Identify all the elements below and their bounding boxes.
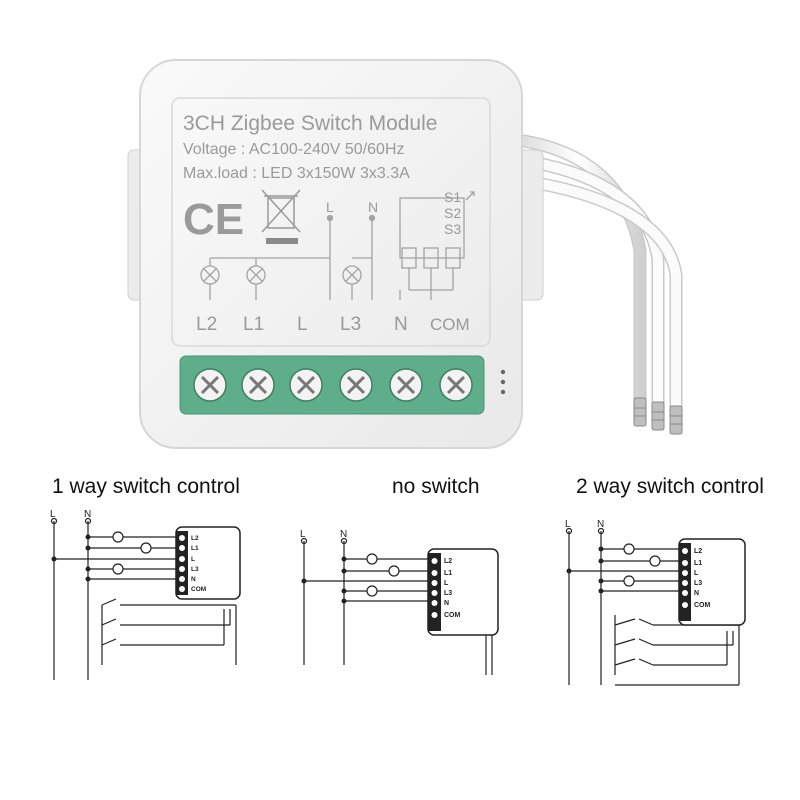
switch-label-s3: S3 xyxy=(444,221,461,237)
terminal-labels: L2 L1 L L3 N COM xyxy=(196,314,470,335)
line-label-l-3: L xyxy=(565,519,571,530)
mini-terminal-l-2: L xyxy=(444,580,449,587)
mini-terminal-l1-3: L1 xyxy=(694,560,702,567)
mini-terminal-n-1: N xyxy=(191,576,196,583)
module-body xyxy=(139,59,523,449)
schematic-label-l: L xyxy=(326,199,334,215)
terminal-label-l3: L3 xyxy=(340,314,361,335)
module-label-panel xyxy=(171,97,491,347)
caption-two-way: 2 way switch control xyxy=(576,475,764,498)
caption-no-switch: no switch xyxy=(392,475,480,498)
line-label-n-3: N xyxy=(597,519,604,530)
wire-bundle xyxy=(511,133,683,417)
mini-terminal-n-2: N xyxy=(444,600,449,607)
weee-bin-icon xyxy=(261,189,301,244)
wiring-diagram-no-switch: L N L2 L1 L L3 N COM xyxy=(300,529,499,675)
terminal-label-n: N xyxy=(394,314,408,335)
mini-terminal-com-2: COM xyxy=(444,612,461,619)
led-indicators xyxy=(500,369,506,395)
mini-terminal-l3-3: L3 xyxy=(694,580,702,587)
line-label-n-1: N xyxy=(84,509,91,520)
mini-terminal-com-3: COM xyxy=(694,602,711,609)
mini-terminal-l2-1: L2 xyxy=(191,535,199,542)
line-label-l-1: L xyxy=(50,509,56,520)
mini-terminal-com-1: COM xyxy=(191,586,206,593)
line-label-l-2: L xyxy=(300,529,306,540)
mini-terminal-l-3: L xyxy=(694,570,699,577)
mini-terminal-l2-3: L2 xyxy=(694,548,702,555)
line-label-n-2: N xyxy=(340,529,347,540)
mini-terminal-l-1: L xyxy=(191,556,195,563)
module-illustration: 3CH Zigbee Switch Module Voltage : AC100… xyxy=(127,59,683,449)
switch-label-s2: S2 xyxy=(444,205,461,221)
terminal-screws xyxy=(193,368,473,402)
module-maxload: Max.load : LED 3x150W 3x3.3A xyxy=(183,165,410,182)
caption-one-way: 1 way switch control xyxy=(52,475,240,498)
schematic-label-n: N xyxy=(368,199,378,215)
wiring-diagram-one-way: L N L2 L1 L L3 N COM xyxy=(50,509,241,680)
mini-terminal-l1-1: L1 xyxy=(191,545,199,552)
terminal-label-l: L xyxy=(297,314,308,335)
terminal-label-l1: L1 xyxy=(243,314,264,335)
wire-tips xyxy=(633,397,683,435)
module-voltage: Voltage : AC100-240V 50/60Hz xyxy=(183,141,405,158)
mini-terminal-l3-2: L3 xyxy=(444,590,452,597)
mini-terminal-l2-2: L2 xyxy=(444,558,452,565)
terminal-label-com: COM xyxy=(430,315,470,334)
module-schematic xyxy=(200,191,475,300)
ce-mark: CE xyxy=(183,195,244,244)
mini-terminal-l1-2: L1 xyxy=(444,570,452,577)
module-title: 3CH Zigbee Switch Module xyxy=(183,112,437,135)
wiring-diagram-two-way: L N L2 L1 L L3 N COM xyxy=(565,519,746,686)
mini-terminal-l3-1: L3 xyxy=(191,566,199,573)
terminal-label-l2: L2 xyxy=(196,314,217,335)
switch-label-s1: S1 xyxy=(444,189,461,205)
mini-terminal-n-3: N xyxy=(694,590,699,597)
